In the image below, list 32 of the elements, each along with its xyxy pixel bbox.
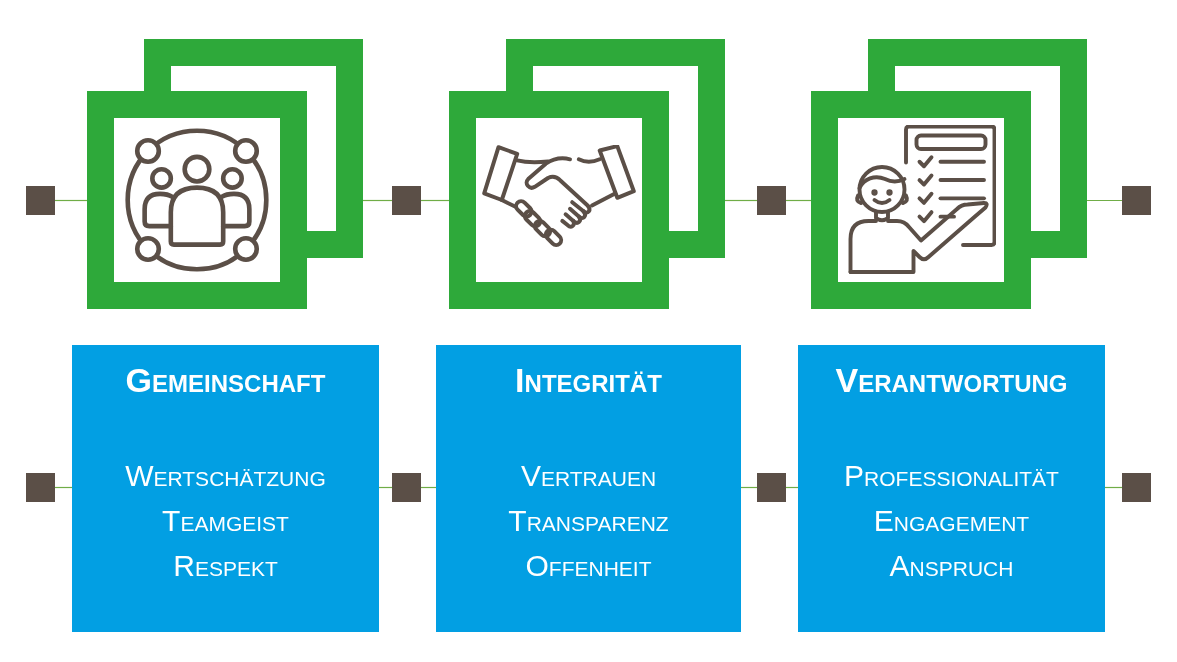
value-card: [436, 345, 741, 632]
value-item: Vertrauen: [520, 458, 657, 494]
connector-square: [392, 186, 421, 215]
connector-square: [1122, 186, 1151, 215]
connector-square: [26, 473, 55, 502]
value-item: Wertschätzung: [125, 458, 326, 494]
value-item: Offenheit: [525, 548, 652, 584]
double-square-frame: [449, 39, 725, 309]
value-card: [72, 345, 379, 632]
connector-square: [392, 473, 421, 502]
value-heading: Integrität: [515, 361, 662, 399]
value-card: [798, 345, 1105, 632]
connector-square: [757, 186, 786, 215]
connector-line: [362, 199, 393, 202]
connector-line: [724, 199, 758, 202]
value-item: Respekt: [173, 548, 278, 584]
double-square-frame: [87, 39, 363, 309]
double-square-frame: [811, 39, 1087, 309]
value-item: Engagement: [873, 503, 1030, 539]
connector-line: [54, 199, 88, 202]
value-heading: Gemeinschaft: [125, 361, 326, 399]
connector-line: [1086, 199, 1123, 202]
connector-square: [26, 186, 55, 215]
value-item: Professionalität: [844, 458, 1059, 494]
connector-square: [757, 473, 786, 502]
connector-square: [1122, 473, 1151, 502]
value-heading: Verantwortung: [835, 361, 1068, 399]
value-item: Transparenz: [508, 503, 669, 539]
value-item: Anspruch: [889, 548, 1014, 584]
connector-line: [420, 199, 450, 202]
connector-line: [785, 199, 812, 202]
value-item: Teamgeist: [162, 503, 289, 539]
